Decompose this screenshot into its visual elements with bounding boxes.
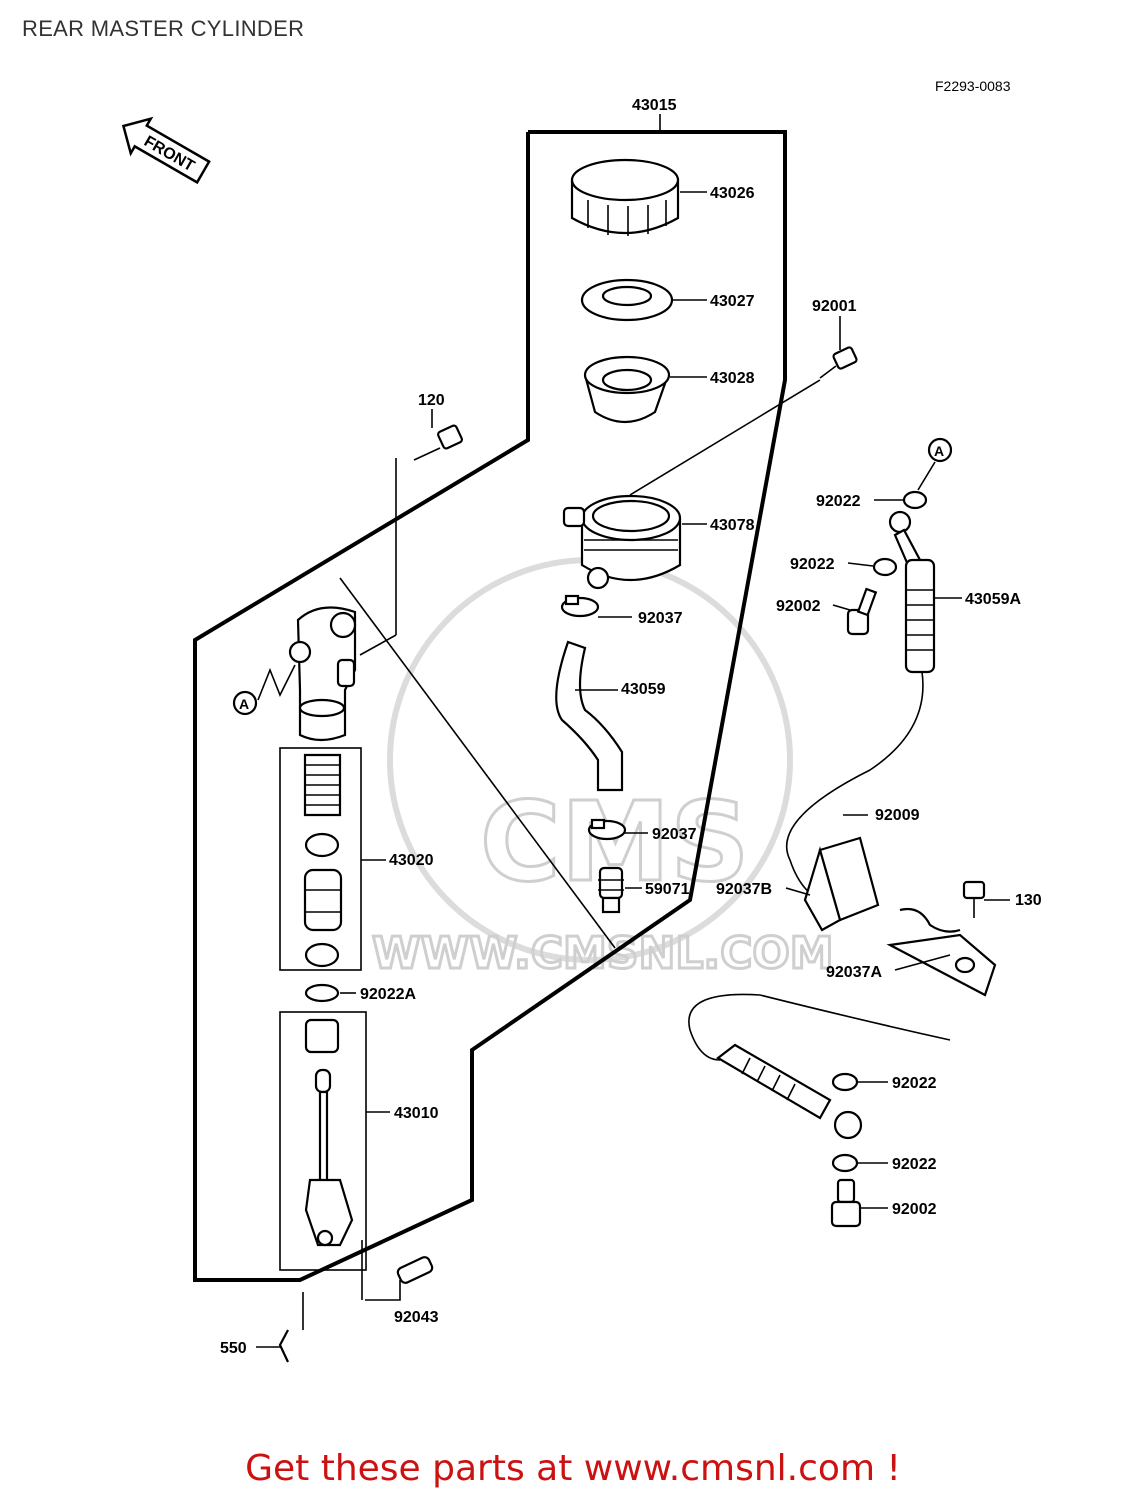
hose-clamp-upper [560,594,600,618]
label-120: 120 [418,392,445,409]
banjo-upper [888,510,922,567]
reservoir-cap [570,158,680,236]
cotter-pin-550 [278,1329,289,1363]
push-rod-group-box [279,1011,367,1271]
hose-guide-92037B [803,836,880,932]
label-92001: 92001 [812,298,857,315]
label-92022A: 92022A [360,986,416,1003]
label-92037-a: 92037 [638,610,683,627]
push-rod [304,1018,354,1247]
label-43059: 43059 [621,681,666,698]
label-92022-d: 92022 [892,1156,937,1173]
bolt-120 [413,424,463,461]
leader-diag [339,577,616,949]
leader-lines [256,114,1010,1348]
label-92037-b: 92037 [652,826,697,843]
leader-92043 [365,1280,401,1301]
label-43059A: 43059A [965,591,1021,608]
reservoir [562,494,682,590]
label-43027: 43027 [710,293,755,310]
washer-92022-upper-b [872,557,898,577]
piston-spring [303,753,342,817]
front-arrow: FRONT [121,116,211,185]
label-43026: 43026 [710,185,755,202]
piston-group-box [279,747,362,971]
watermark-url-text: WWW.CMSNL.COM [372,928,834,979]
label-43028: 43028 [710,370,755,387]
label-550: 550 [220,1340,247,1357]
label-43015: 43015 [632,97,677,114]
secondary-cup [304,942,340,968]
brake-hose-lower [716,1043,863,1140]
label-92002-b: 92002 [892,1201,937,1218]
label-92009: 92009 [875,807,920,824]
page-title: REAR MASTER CYLINDER [22,16,305,41]
ref-marker-left [232,690,258,716]
label-92037B: 92037B [716,881,772,898]
footer-link[interactable]: Get these parts at www.cmsnl.com ! [245,1448,901,1489]
pin-92043 [396,1256,434,1284]
reservoir-hose [555,640,624,792]
ref-marker-left-label: A [239,696,249,712]
leader-ref-a [257,664,296,701]
hose-clamp-lower [587,818,627,841]
label-43020: 43020 [389,852,434,869]
washer-92022-lower-b [831,1153,859,1173]
label-59071: 59071 [645,881,690,898]
label-43010: 43010 [394,1105,439,1122]
label-92002-a: 92002 [776,598,821,615]
brake-hose-43059A [785,558,936,901]
screw-92001 [819,346,858,379]
label-92022-c: 92022 [892,1075,937,1092]
leader-ref-right [917,461,936,491]
washer-92022-upper-a [902,490,928,510]
diaphragm-plate [580,278,674,322]
figure-code: F2293-0083 [935,78,1011,94]
hose-fitting-59071 [598,866,624,914]
label-92022-b: 92022 [790,556,835,573]
primary-cup [304,832,340,858]
ref-marker-right [927,437,953,463]
banjo-bolt-92002-lower [830,1178,862,1228]
assembly-outline [193,130,787,1282]
brake-line [688,993,951,1061]
label-92037A: 92037A [826,964,882,981]
washer-92022-lower-a [831,1072,859,1092]
label-43078: 43078 [710,517,755,534]
part-labels: 43015 43026 43027 92001 43028 120 43078 … [220,97,1042,1357]
o-ring-92022A [304,983,340,1003]
label-92043: 92043 [394,1309,439,1326]
bracket-92037A [886,907,997,997]
piston [303,868,343,932]
label-92022-a: 92022 [816,493,861,510]
ref-marker-right-label: A [934,443,944,459]
bolt-130 [962,880,986,918]
banjo-bolt-92002-upper [846,587,878,636]
master-cylinder-body [288,606,357,742]
diaphragm [583,355,671,423]
label-130: 130 [1015,892,1042,909]
leader-120b [359,634,397,656]
